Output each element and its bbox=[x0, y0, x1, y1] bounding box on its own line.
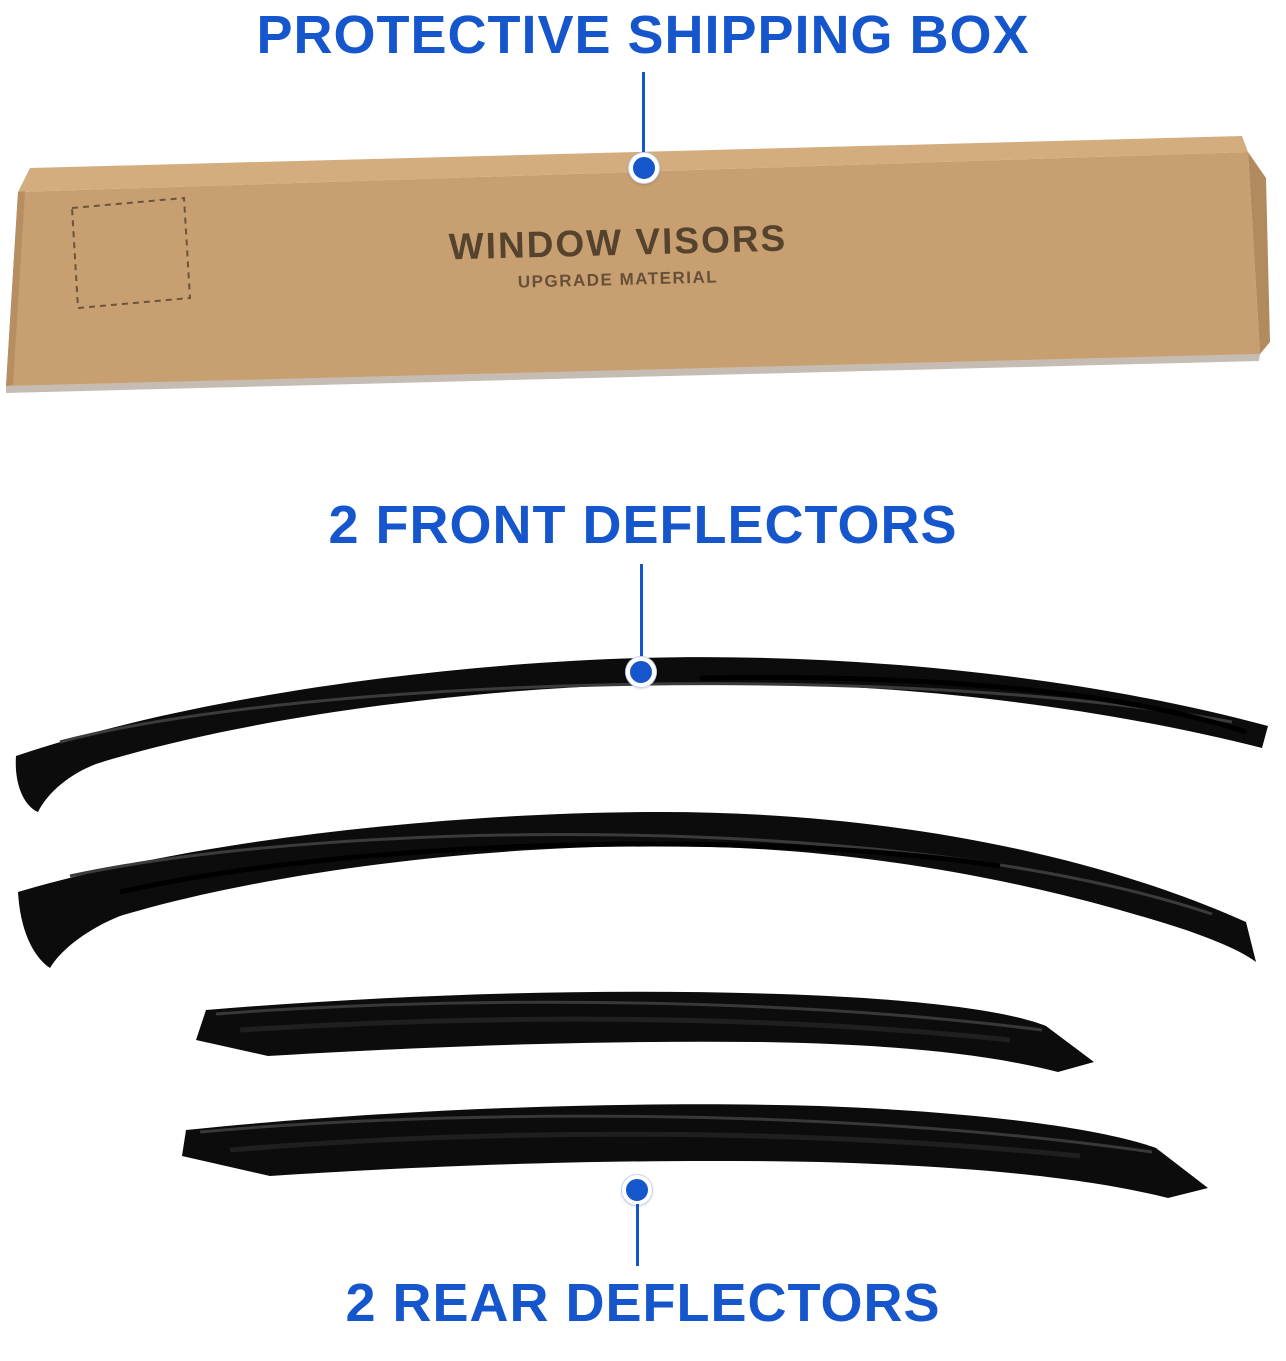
rear-deflector-2 bbox=[182, 1104, 1208, 1198]
box-front-face bbox=[6, 152, 1260, 386]
box-bottom-shadow bbox=[6, 354, 1260, 393]
rear-deflector-2-flange bbox=[229, 1131, 1081, 1159]
front-deflector-1 bbox=[15, 657, 1269, 812]
callout-dot-shipping-box bbox=[629, 153, 659, 183]
callout-line-front-deflectors bbox=[640, 564, 643, 658]
front-deflector-1-groove bbox=[699, 674, 1247, 735]
front-deflector-2-body bbox=[18, 812, 1256, 968]
front-deflector-1-body bbox=[15, 657, 1269, 812]
rear-deflector-1-flange bbox=[239, 1016, 1011, 1043]
box-dashed-label-square bbox=[70, 196, 192, 310]
callout-line-rear-deflectors bbox=[636, 1204, 639, 1266]
rear-deflector-1-highlight bbox=[215, 1000, 1043, 1032]
shipping-box-image bbox=[6, 136, 1270, 393]
box-left-edge bbox=[6, 191, 25, 386]
front-deflector-2 bbox=[18, 812, 1256, 968]
front-deflector-2-highlight bbox=[69, 833, 1213, 916]
callout-line-shipping-box bbox=[642, 72, 645, 156]
callout-dot-rear-deflectors bbox=[622, 1175, 652, 1205]
rear-deflector-1 bbox=[196, 991, 1094, 1072]
callout-label-front-deflectors: 2 FRONT DEFLECTORS bbox=[328, 495, 958, 555]
callout-label-shipping-box: PROTECTIVE SHIPPING BOX bbox=[256, 5, 1030, 65]
rear-deflector-2-highlight bbox=[199, 1114, 1153, 1154]
box-right-cap bbox=[1248, 152, 1270, 354]
front-deflector-1-highlight bbox=[59, 682, 1233, 744]
callout-dot-front-deflectors bbox=[626, 657, 656, 687]
front-deflector-2-groove bbox=[119, 841, 1001, 895]
rear-deflector-2-body bbox=[182, 1104, 1208, 1198]
callout-label-rear-deflectors: 2 REAR DEFLECTORS bbox=[345, 1273, 941, 1333]
